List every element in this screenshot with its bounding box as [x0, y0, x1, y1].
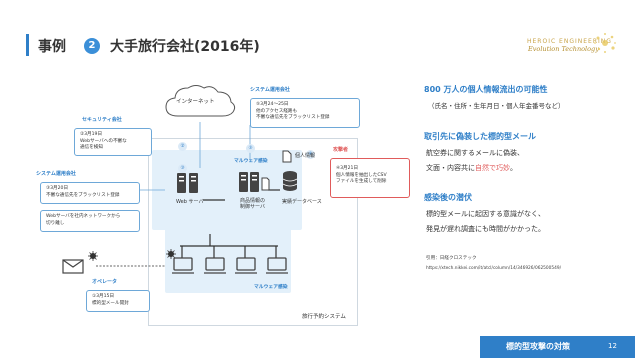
source-label: 引用：日経クロステック: [426, 256, 477, 261]
database-icon: [282, 171, 298, 191]
step-badge: ④: [306, 150, 315, 159]
sys-ops-top-label: システム運用会社: [250, 87, 290, 93]
personal-info-label: 個人情報: [295, 153, 316, 159]
cloud-icon: [165, 85, 236, 117]
security-company-label: セキュリティ会社: [82, 117, 122, 123]
fact-mail-line1: 航空券に関するメールに偽装、: [426, 149, 524, 157]
database-label: 実績データベース: [282, 199, 322, 205]
email-icon: [62, 259, 84, 274]
title-accent-bar: [26, 34, 29, 56]
attacker-note: ④3月21日 個人情報を抽出したCSV ファイルを生成して削除: [330, 158, 410, 198]
virus-icon: [166, 249, 176, 259]
web-server-label: Web サーバ: [176, 199, 204, 205]
source-url[interactable]: https://xtech.nikkei.com/it/atcl/column/…: [426, 266, 562, 271]
document-icon: [282, 150, 292, 163]
attacker-label: 攻撃者: [333, 147, 349, 153]
fact-heading-leak: 800 万人の個人情報流出の可能性: [424, 85, 548, 94]
step-badge: ②: [178, 142, 187, 151]
fact-latent-line1: 標的型メールに起因する意識がなく、: [426, 210, 545, 218]
fact-heading-mail: 取引先に偽装した標的型メール: [424, 132, 536, 141]
security-company-note: ②3月19日 Webサーバへの不審な 通信を検知: [74, 128, 152, 156]
virus-icon: [88, 251, 98, 261]
footer-bar: [480, 336, 635, 358]
sys-ops-left-label: システム運用会社: [36, 171, 76, 177]
malware-infection-top: マルウェア感染: [234, 159, 268, 164]
internet-label: インターネット: [176, 99, 215, 105]
operator-note: ①3月15日 標的型メール開封: [86, 290, 150, 312]
case-label: 事例: [38, 39, 66, 55]
fact-mail-line2: 文面・内容共に自然で巧妙。: [426, 164, 517, 172]
footer-section-label: 標的型攻撃の対策: [506, 342, 570, 351]
malware-infection-bottom: マルウェア感染: [254, 285, 288, 290]
page-title: 大手旅行会社(2016年): [110, 39, 260, 55]
client-pcs-icon: [172, 257, 288, 274]
logo-sparkle-icon: [594, 33, 616, 53]
isolate-note: Webサーバを社内ネットワークから 切り離し: [40, 210, 140, 232]
product-server-label: 商品情報の 制御サーバ: [240, 198, 266, 210]
system-name-label: 旅行予約システム: [302, 314, 346, 320]
web-server-icon: [177, 173, 198, 193]
fact-latent-line2: 発見が遅れ調査にも時間がかかった。: [426, 225, 545, 233]
product-server-icon: [239, 172, 270, 192]
sys-ops-left-note: ③3月20日 不審な通信先をブラックリスト登録: [40, 182, 140, 204]
page-number: 12: [608, 342, 617, 350]
fact-leak-detail: （氏名・住所・生年月日・個人年金番号など）: [428, 102, 565, 110]
sys-ops-top-note: ⑤3月24〜25日 他のアクセス経路も 不審な通信先をブラックリスト登録: [250, 98, 360, 128]
fact-heading-latent: 感染後の潜伏: [424, 193, 472, 202]
step-badge: ③: [178, 164, 187, 173]
case-number-badge: 2: [84, 38, 100, 54]
logo-text-bottom: Evolution Technology: [528, 45, 599, 53]
client-zone: [165, 228, 291, 293]
step-badge: ⑤: [246, 144, 255, 153]
operator-label: オペレータ: [92, 279, 118, 285]
logo-text-top: HEROIC ENGINEERING: [527, 38, 612, 45]
